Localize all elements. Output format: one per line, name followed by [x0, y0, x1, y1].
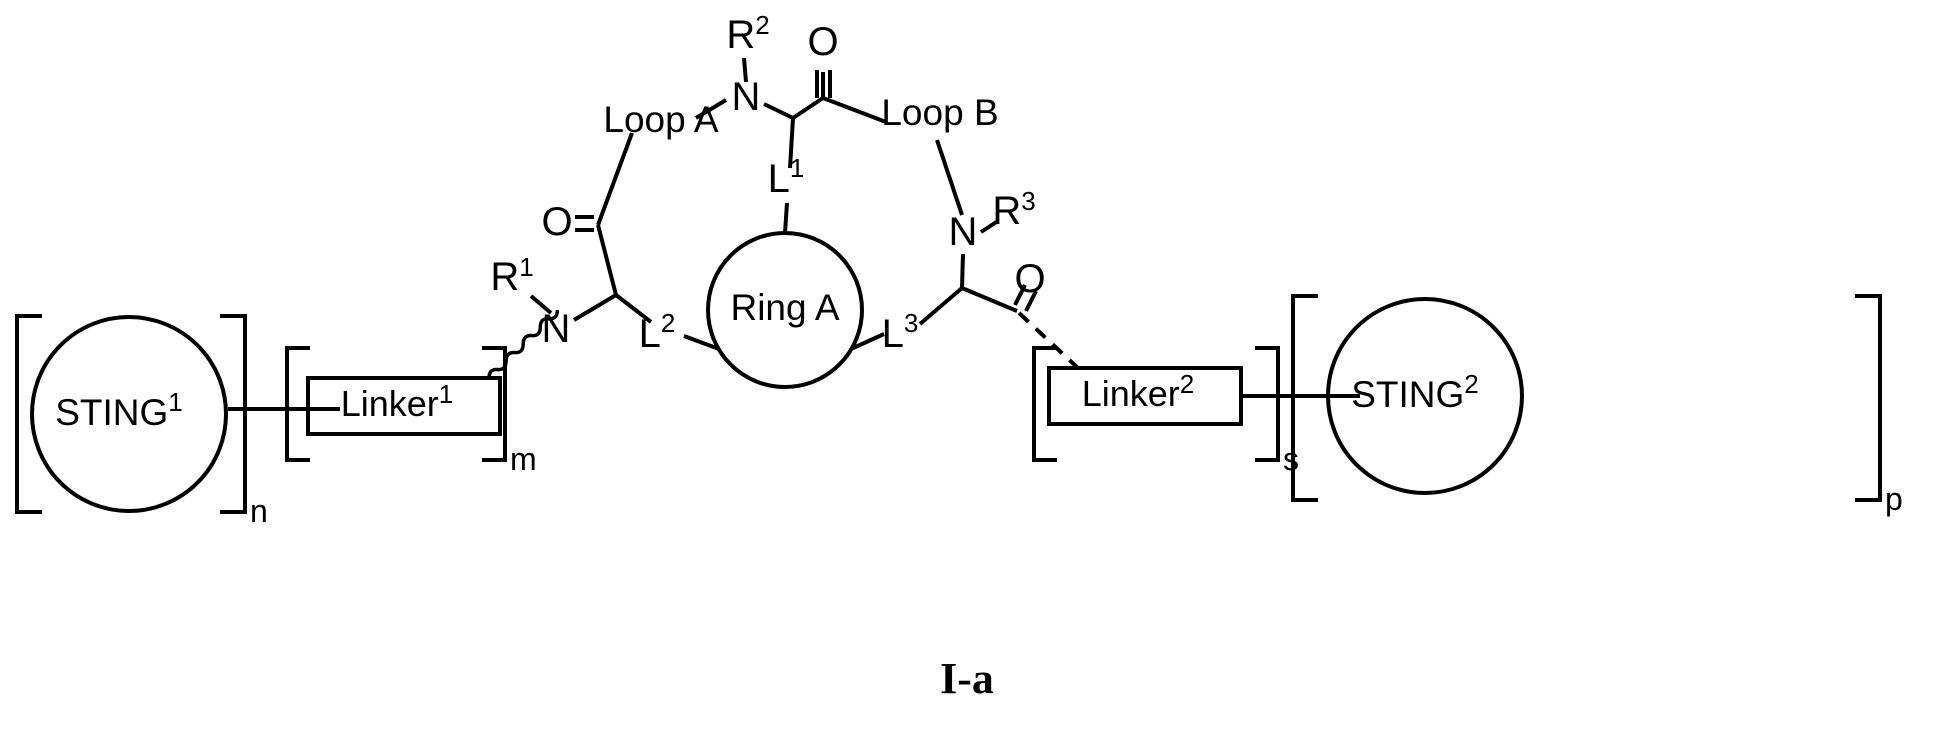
- atom-n3-label: N: [949, 210, 978, 254]
- sting2-bracket-subscript: p: [1885, 481, 1903, 517]
- bond-carbonyl2-to-loopb: [822, 96, 887, 124]
- substituent-r2-label: R2: [726, 10, 769, 57]
- atom-n2-label: N: [732, 75, 761, 119]
- substituent-r3-label: R3: [992, 186, 1035, 233]
- bond-r2-n2: [742, 57, 748, 83]
- sting1-right-bracket: [220, 314, 247, 514]
- atom-n1-label: N: [542, 307, 571, 351]
- bond-o3-double-b: [1024, 290, 1038, 312]
- linker2-label-text: Linker: [1082, 373, 1180, 414]
- sting1-group: n STING1: [15, 314, 268, 529]
- linker1-label-superscript: 1: [439, 379, 453, 409]
- l2-superscript: 2: [661, 308, 675, 338]
- bond-n3-calpha3: [960, 253, 965, 289]
- r1-text: R: [490, 255, 519, 299]
- linker2-label: Linker2: [1082, 369, 1195, 414]
- linker2-label-superscript: 2: [1180, 369, 1194, 399]
- sting1-label-text: STING: [55, 392, 168, 433]
- linker2-left-bracket: [1032, 346, 1057, 462]
- bond-r1-n1: [529, 294, 553, 315]
- bond-ringa-to-l2: [683, 334, 720, 351]
- bond-carbonyl1-to-loopa: [596, 132, 634, 226]
- bond-calpha1-to-l2: [614, 293, 653, 324]
- macrocycle-backbone: N R1 O Loop A N: [490, 10, 1080, 389]
- l1-text: L: [768, 157, 790, 201]
- linker2-group: s Linker2: [1032, 346, 1299, 477]
- sting1-label: STING1: [55, 387, 183, 433]
- linker1-left-bracket: [285, 346, 310, 462]
- linker1-label: Linker1: [341, 379, 454, 424]
- wavy-bond-linker1-to-n1: [487, 310, 560, 379]
- bond-ringa-to-l3: [850, 332, 885, 351]
- sting1-label-superscript: 1: [168, 387, 182, 417]
- bond-loopa-to-n2: [694, 98, 728, 120]
- bond-calpha3-to-carbonyl3: [961, 286, 1018, 313]
- linkage-l2-label: L2: [639, 308, 676, 356]
- linker1-label-text: Linker: [341, 383, 439, 424]
- loop-b-label: Loop B: [881, 92, 998, 133]
- r3-text: R: [992, 189, 1021, 233]
- linker1-bracket-subscript: m: [510, 441, 537, 477]
- atom-o1-label: O: [541, 200, 572, 244]
- bond-calpha1-to-carbonyl1: [596, 224, 618, 296]
- figure-caption: I-a: [940, 654, 994, 703]
- bond-calpha2-to-l1: [788, 117, 795, 169]
- sting2-left-bracket: [1291, 294, 1318, 502]
- sting1-left-bracket: [15, 314, 42, 514]
- ring-a-circle: [706, 231, 864, 389]
- l3-superscript: 3: [904, 308, 918, 338]
- r2-text: R: [726, 13, 755, 57]
- sting2-label-superscript: 2: [1464, 369, 1478, 399]
- ring-a-label: Ring A: [730, 287, 839, 328]
- linkage-l3-label: L3: [882, 308, 919, 356]
- sting1-bracket-subscript: n: [250, 493, 268, 529]
- l1-superscript: 1: [790, 153, 804, 183]
- sting2-label-text: STING: [1351, 374, 1464, 415]
- l2-text: L: [639, 312, 661, 356]
- linkage-l1-label: L1: [768, 153, 805, 201]
- bond-o3-double-a: [1013, 284, 1027, 306]
- bond-calpha2-to-carbonyl2: [791, 96, 825, 120]
- bond-l1-to-ringa: [783, 202, 789, 234]
- dashed-bond-carbonyl3-to-linker2: [1017, 311, 1080, 370]
- loop-a-label: Loop A: [603, 99, 719, 140]
- linker1-group: m Linker1: [285, 346, 537, 477]
- sting2-circle: [1326, 297, 1524, 495]
- linker2-right-bracket: [1255, 346, 1280, 462]
- l3-text: L: [882, 312, 904, 356]
- sting2-group: p STING2: [1291, 294, 1903, 517]
- bond-n3-r3: [979, 219, 1000, 234]
- bond-n2-calpha2: [763, 102, 794, 120]
- bond-n1-calpha1: [572, 293, 618, 322]
- substituent-r1-label: R1: [490, 252, 533, 299]
- r1-superscript: 1: [519, 252, 533, 282]
- bond-calpha3-to-l3: [918, 286, 964, 326]
- atom-o2-label: O: [807, 20, 838, 64]
- bond-loopb-to-n3: [935, 139, 964, 216]
- sting1-circle: [30, 315, 228, 513]
- r3-superscript: 3: [1021, 186, 1035, 216]
- linker1-right-bracket: [482, 346, 507, 462]
- sting2-right-bracket: [1855, 294, 1882, 502]
- sting2-label: STING2: [1351, 369, 1479, 415]
- r2-superscript: 2: [755, 10, 769, 40]
- linker1-box: [306, 376, 502, 436]
